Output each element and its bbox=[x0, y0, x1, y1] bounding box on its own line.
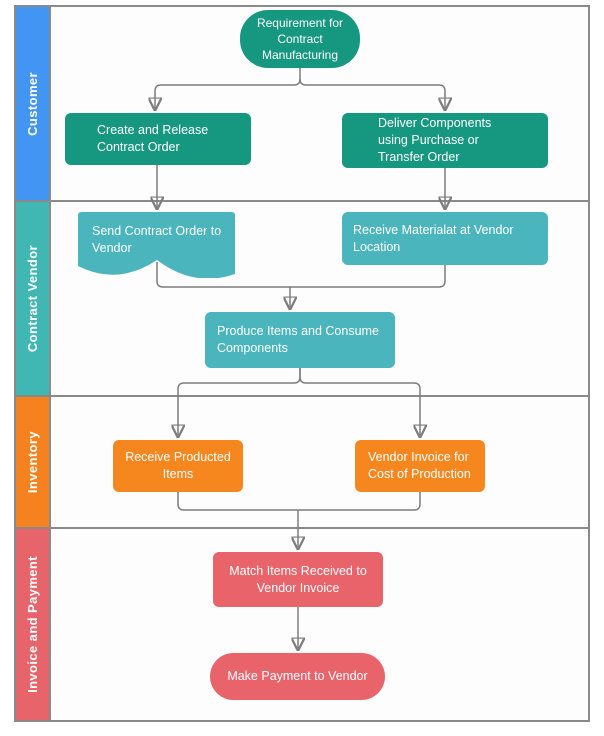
node-vendor-invoice: Vendor Invoice for Cost of Production bbox=[355, 440, 485, 492]
lane-label-inventory: Inventory bbox=[25, 430, 40, 494]
node-receive-material: Receive Materialat at Vendor Location bbox=[342, 212, 548, 265]
node-match-items: Match Items Received to Vendor Invoice bbox=[213, 552, 383, 607]
node-send-contract-order-document: Send Contract Order to Vendor bbox=[78, 212, 235, 278]
node-make-payment-terminator: Make Payment to Vendor bbox=[210, 653, 385, 700]
lane-label-customer: Customer bbox=[25, 71, 40, 136]
lane-label-invoice-payment: Invoice and Payment bbox=[25, 556, 40, 693]
node-requirement-terminator: Requirement for Contract Manufacturing bbox=[240, 10, 360, 68]
lane-label-contract-vendor: Contract Vendor bbox=[25, 244, 40, 353]
lane-band-inventory: Inventory bbox=[16, 397, 51, 527]
node-send-contract-order-label: Send Contract Order to Vendor bbox=[92, 224, 222, 255]
lane-band-contract-vendor: Contract Vendor bbox=[16, 202, 51, 395]
lane-band-invoice-payment: Invoice and Payment bbox=[16, 529, 51, 720]
document-shape bbox=[78, 212, 235, 278]
node-deliver-components: Deliver Components using Purchase or Tra… bbox=[342, 113, 548, 168]
lane-inventory: Inventory bbox=[16, 395, 588, 527]
lane-band-customer: Customer bbox=[16, 7, 51, 200]
node-create-release-contract-order: Create and Release Contract Order bbox=[65, 113, 251, 165]
node-produce-items: Produce Items and Consume Components bbox=[205, 312, 395, 368]
node-receive-produced-items: Receive Producted Items bbox=[113, 440, 243, 492]
